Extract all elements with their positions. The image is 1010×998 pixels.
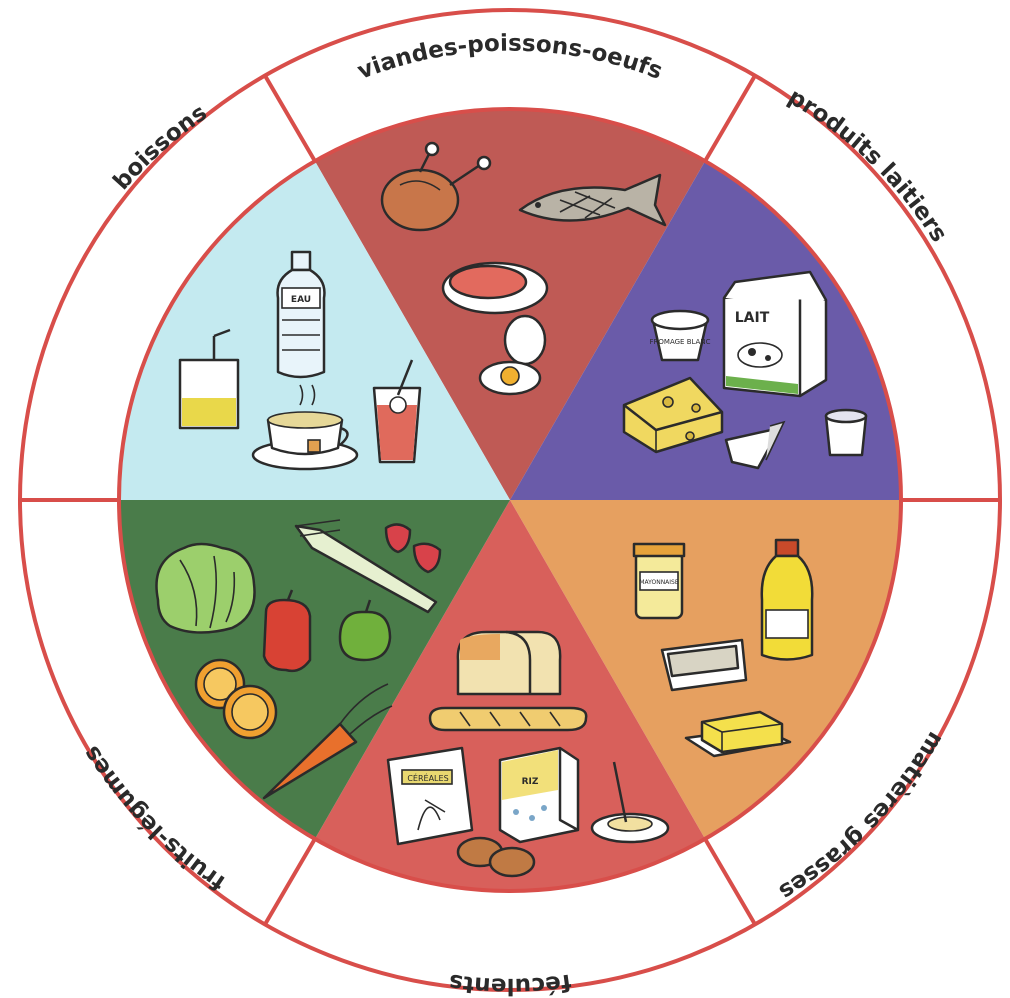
milk-carton-icon: LAIT	[722, 270, 828, 398]
pasta-plate-icon	[590, 761, 670, 844]
rice-box-label: RIZ	[522, 777, 539, 787]
juice-glass-icon	[372, 359, 422, 464]
potatoes-icon	[456, 836, 536, 878]
mayonnaise-jar-icon: MAYONNAISE	[632, 542, 686, 620]
rice-box-icon: RIZ	[498, 746, 580, 844]
orange-halves-icon	[194, 658, 278, 740]
steak-icon	[441, 261, 549, 315]
cereal-box-label: CÉRÉALES	[407, 772, 448, 783]
roast-chicken-icon	[380, 141, 492, 232]
camembert-wedge-icon	[724, 420, 786, 470]
yogurt-label: FROMAGE BLANC	[650, 338, 711, 346]
yogurt-icon: FROMAGE BLANC	[650, 309, 711, 362]
baguette-icon	[428, 706, 588, 732]
water-bottle-label: EAU	[291, 295, 311, 305]
lettuce-icon	[155, 542, 256, 634]
butter-icon	[684, 710, 792, 758]
carrot-icon	[262, 683, 393, 800]
egg-icon	[478, 314, 547, 396]
mayonnaise-jar-label: MAYONNAISE	[639, 579, 679, 586]
margarine-tub-icon	[660, 638, 748, 692]
bread-loaf-icon	[456, 630, 562, 696]
cereal-box-icon: CÉRÉALES	[386, 746, 474, 846]
label-feculents: féculents	[447, 968, 572, 998]
cheese-icon	[622, 376, 724, 454]
strawberries-icon	[384, 523, 442, 574]
fish-icon	[518, 173, 667, 227]
juice-box-icon	[178, 328, 240, 430]
milk-carton-label: LAIT	[735, 310, 770, 326]
apple-icon	[338, 599, 392, 662]
divider-lines	[20, 74, 1000, 926]
oil-bottle-icon	[760, 538, 814, 661]
leek-icon	[294, 519, 438, 614]
cream-pot-icon	[824, 408, 868, 457]
tea-cup-icon	[251, 384, 359, 471]
bell-pepper-icon	[262, 589, 312, 673]
water-bottle-icon: EAU	[276, 250, 326, 379]
